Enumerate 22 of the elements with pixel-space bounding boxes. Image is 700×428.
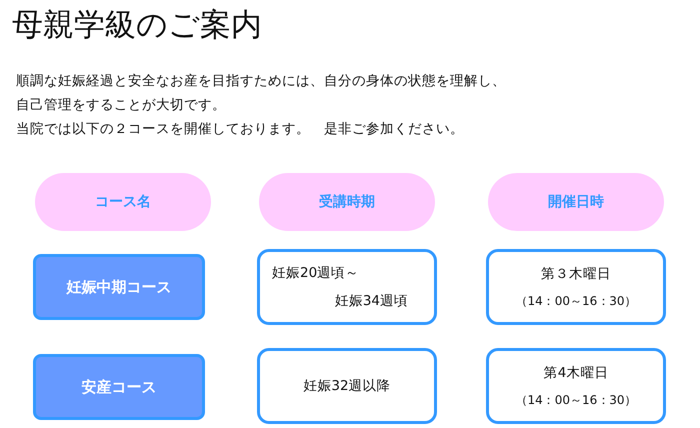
- page-title: 母親学級のご案内: [12, 6, 262, 45]
- cell-text: 妊娠34週頃: [334, 292, 408, 310]
- info-box: [486, 348, 666, 424]
- cell-text: 妊娠32週以降: [303, 377, 391, 395]
- info-box: [486, 249, 666, 325]
- info-box: [257, 348, 437, 424]
- cell-text: 開催日時: [548, 193, 604, 211]
- info-box: [257, 249, 437, 325]
- intro-text: 順調な妊娠経過と安全なお産を目指すためには、自分の身体の状態を理解し、: [16, 72, 506, 90]
- course-name-box: [33, 254, 205, 320]
- cell-text: 妊娠中期コース: [66, 278, 172, 296]
- cell-text: （14：00～16：30）: [515, 392, 637, 408]
- cell-text: 妊娠20週頃～: [272, 264, 360, 282]
- intro-text: 自己管理をすることが大切です。: [16, 96, 226, 114]
- cell-text: 安産コース: [82, 378, 156, 396]
- cell-text: 第4木曜日: [544, 364, 608, 382]
- intro-text: 当院では以下の２コースを開催しております。 是非ご参加ください。: [16, 120, 464, 138]
- cell-text: （14：00～16：30）: [515, 292, 637, 310]
- cell-text: 第３木曜日: [541, 264, 611, 282]
- course-name-box: [33, 354, 205, 420]
- cell-text: コース名: [95, 193, 151, 211]
- cell-text: 受講時期: [319, 193, 375, 211]
